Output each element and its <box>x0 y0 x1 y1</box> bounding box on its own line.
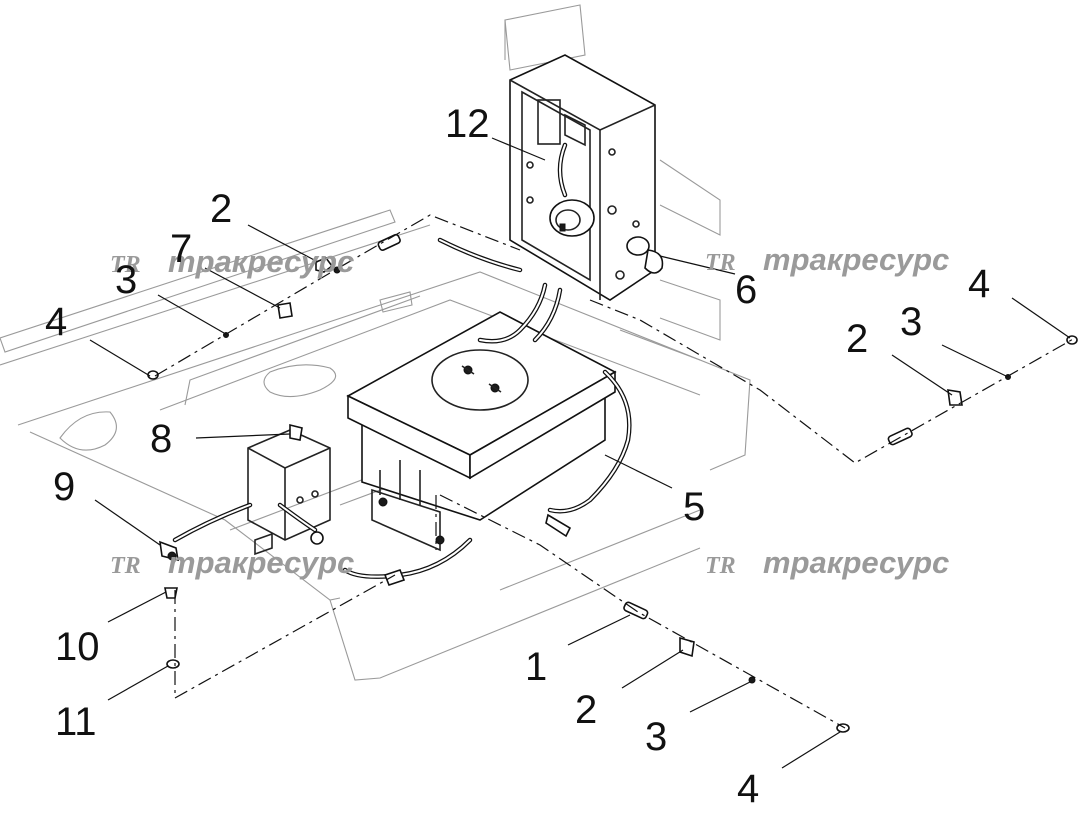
callout-3-right: 3 <box>900 300 922 344</box>
callout-1: 1 <box>525 645 547 689</box>
watermark-3: TR тракресурс <box>110 545 354 580</box>
callout-2-right: 2 <box>846 317 868 361</box>
cables <box>172 237 632 579</box>
callout-12: 12 <box>445 102 490 146</box>
callout-9: 9 <box>53 465 75 509</box>
assembly-lines <box>154 214 1076 729</box>
callout-4-left: 4 <box>45 300 67 344</box>
callout-4-bottom: 4 <box>737 767 759 811</box>
watermark-1: TR тракресурс <box>110 244 354 279</box>
watermark-text: тракресурс <box>763 242 949 277</box>
watermark-text: тракресурс <box>168 545 354 580</box>
callout-8: 8 <box>150 417 172 461</box>
battery-box <box>346 311 617 552</box>
leader-lines <box>89 137 1071 769</box>
callouts: 12 2 7 3 4 8 9 10 11 6 5 1 2 3 4 4 3 2 <box>45 102 990 811</box>
callout-11: 11 <box>55 700 97 744</box>
fasteners <box>147 233 1078 733</box>
watermark-4: TR тракресурс <box>705 545 949 580</box>
callout-3-bottom: 3 <box>645 715 667 759</box>
watermark-logo: TR <box>705 553 736 579</box>
callout-2-left: 2 <box>210 187 232 231</box>
watermark-logo: TR <box>705 250 736 276</box>
chassis-outline <box>0 209 751 681</box>
watermark-text: тракресурс <box>168 244 354 279</box>
callout-2-bottom: 2 <box>575 688 597 732</box>
watermark-2: TR тракресурс <box>705 242 949 277</box>
callout-3-left: 3 <box>115 258 137 302</box>
watermark-logo: TR <box>110 252 141 278</box>
watermark-logo: TR <box>110 553 141 579</box>
callout-7: 7 <box>170 227 192 271</box>
callout-10: 10 <box>55 625 100 669</box>
watermark-text: тракресурс <box>763 545 949 580</box>
callout-5: 5 <box>683 485 705 529</box>
electrical-cabinet <box>504 4 721 341</box>
callout-4-right: 4 <box>968 262 990 306</box>
callout-6: 6 <box>735 268 757 312</box>
